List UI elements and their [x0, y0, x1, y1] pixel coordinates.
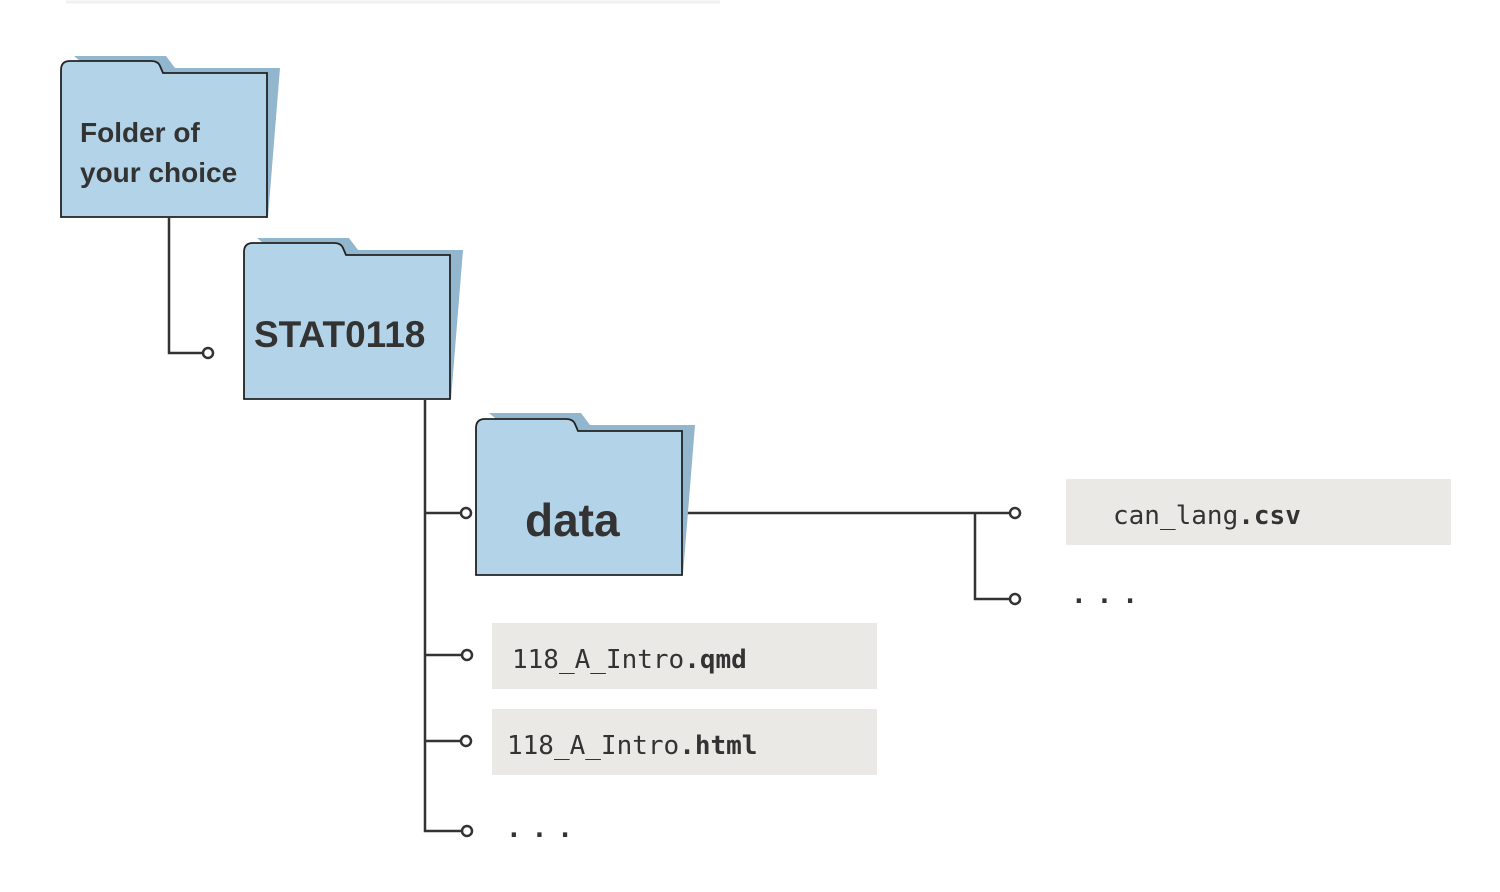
- file-label: 118_A_Intro.html: [507, 731, 757, 761]
- folder-body: [475, 418, 683, 576]
- file-box: [1066, 479, 1451, 545]
- course-more-ellipsis: ...: [506, 814, 583, 844]
- folder-icon: [243, 238, 463, 400]
- file-intro-qmd[interactable]: 118_A_Intro.qmd: [492, 623, 877, 689]
- connector-dot-icon: [201, 346, 215, 360]
- folder-stat0118-label: STAT0118: [254, 314, 425, 355]
- file-can-lang-csv[interactable]: can_lang.csv: [1066, 479, 1451, 545]
- folder-root[interactable]: Folder of your choice: [60, 56, 280, 218]
- file-label: can_lang.csv: [1113, 501, 1301, 531]
- file-extension: .qmd: [684, 645, 747, 675]
- connector-dot-icon: [459, 506, 473, 520]
- connector-dot-icon: [1008, 506, 1022, 520]
- folder-body: [60, 60, 268, 218]
- tree-connectors: [167, 218, 1010, 833]
- file-stem: 118_A_Intro: [507, 731, 679, 761]
- folder-root-label-line2: your choice: [80, 157, 237, 188]
- folder-stat0118[interactable]: STAT0118: [243, 238, 463, 400]
- data-to-more-connector: [973, 513, 1010, 601]
- folder-body: [243, 242, 451, 400]
- file-box: [492, 623, 877, 689]
- connector-dot-icon: [1008, 592, 1022, 606]
- file-stem: 118_A_Intro: [512, 645, 684, 675]
- folder-data[interactable]: data: [475, 413, 695, 576]
- folder-data-label: data: [525, 494, 620, 546]
- connector-dot-icon: [460, 648, 474, 662]
- course-trunk-connector: [423, 400, 462, 833]
- folder-icon: [60, 56, 280, 218]
- file-extension: .csv: [1238, 501, 1301, 531]
- data-more-ellipsis: ...: [1071, 580, 1148, 610]
- folder-icon: [475, 413, 695, 576]
- connector-dot-icon: [460, 824, 474, 838]
- folder-root-label-line1: Folder of: [80, 117, 200, 148]
- connector-dot-icon: [459, 734, 473, 748]
- file-intro-html[interactable]: 118_A_Intro.html: [492, 709, 877, 775]
- root-to-course-connector: [167, 218, 203, 355]
- file-extension: .html: [679, 731, 757, 761]
- file-stem: can_lang: [1113, 501, 1238, 531]
- file-label: 118_A_Intro.qmd: [512, 645, 747, 675]
- file-box: [492, 709, 877, 775]
